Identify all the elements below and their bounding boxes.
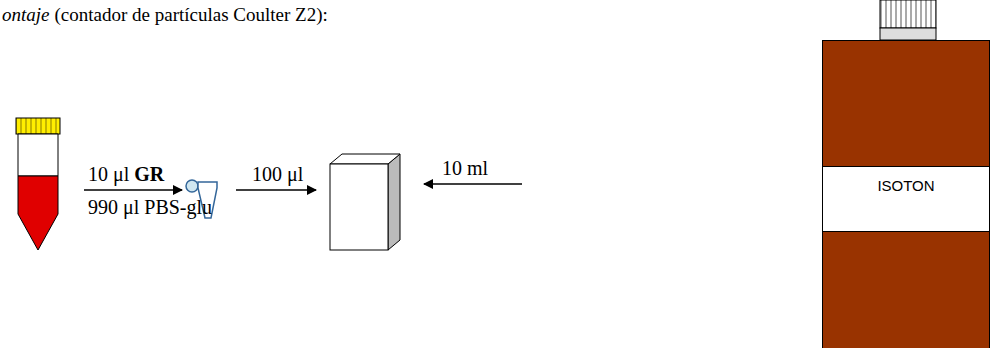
bottle-label: ISOTON (823, 166, 989, 232)
sample-name: GR (134, 163, 164, 186)
volume-label: 990 μl PBS-glu (88, 196, 212, 219)
reagent-bottle: ISOTON (822, 40, 990, 348)
volume-label: 10 μl (88, 163, 129, 186)
bottle-text: ISOTON (823, 167, 989, 194)
transfer-arrow (84, 189, 182, 191)
heading-fragment: ontaje (2, 4, 50, 26)
volume-label: 10 ml (442, 157, 488, 180)
transfer-arrow (424, 183, 522, 185)
heading-text: (contador de partículas Coulter Z2): (55, 4, 328, 26)
falcon-tube (16, 118, 60, 250)
bottle-cap (880, 0, 936, 40)
volume-label: 100 μl (252, 163, 303, 186)
transfer-arrow (236, 189, 316, 191)
cuvette (330, 154, 400, 250)
